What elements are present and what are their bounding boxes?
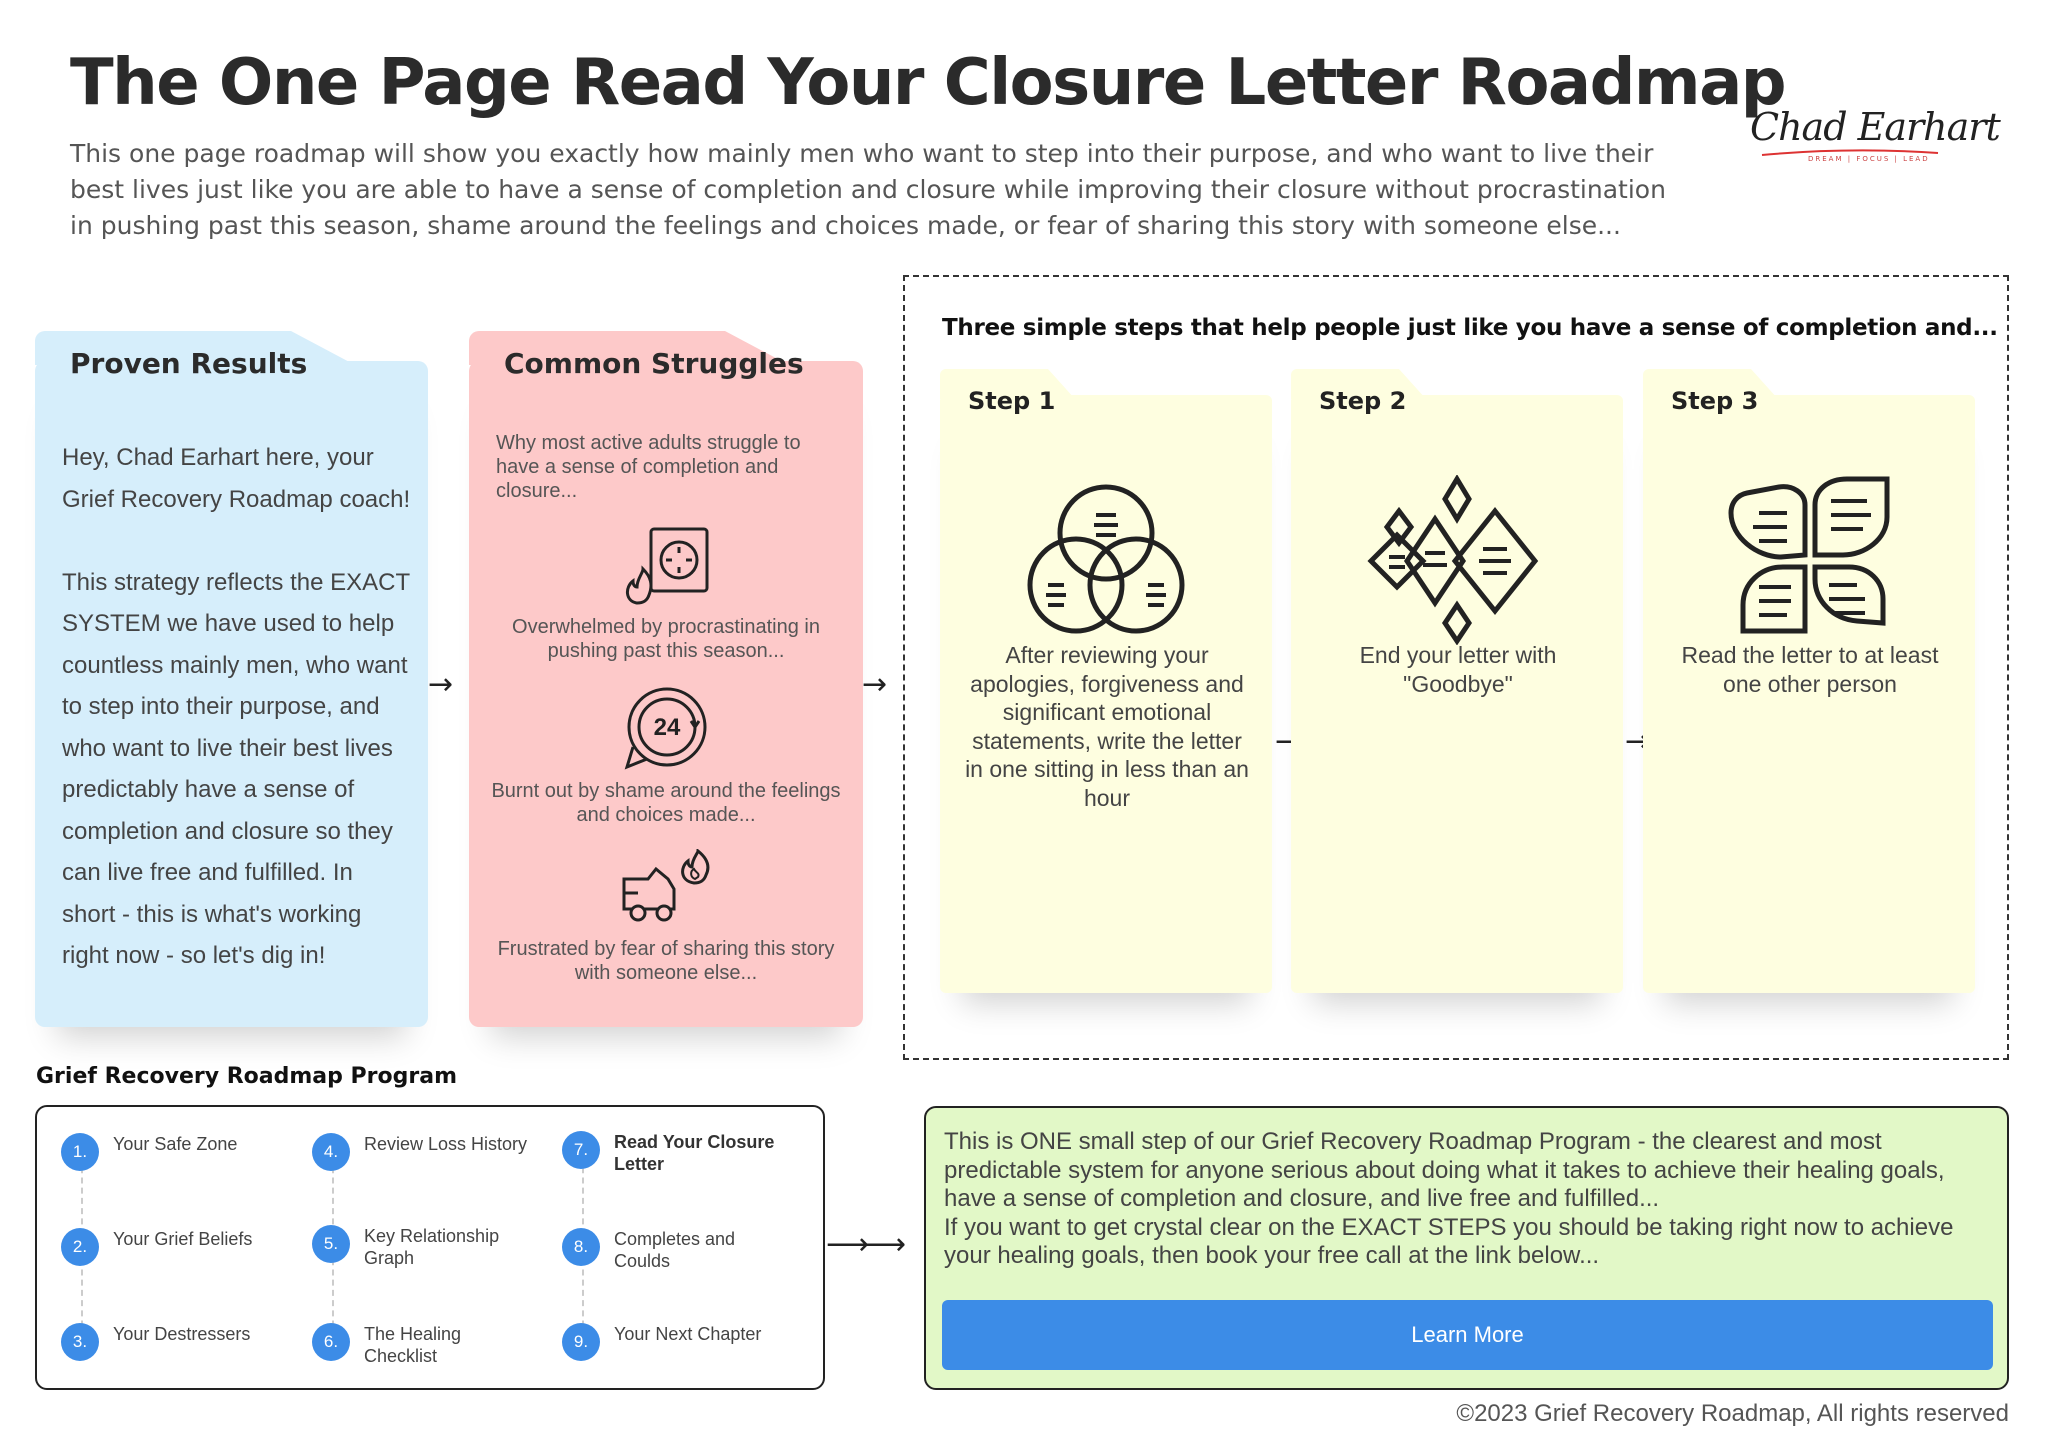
common-struggles-title: Common Struggles <box>504 347 804 380</box>
proven-results-paragraph: This strategy reflects the EXACT SYSTEM … <box>62 568 410 970</box>
proven-results-text: Hey, Chad Earhart here, your Grief Recov… <box>62 437 412 977</box>
program-item-number: 8. <box>562 1228 600 1266</box>
program-item[interactable]: 4. Review Loss History <box>312 1133 539 1171</box>
program-item-number: 7. <box>562 1131 600 1169</box>
leaves-icon <box>1728 476 1890 634</box>
program-item-label: Key Relationship Graph <box>364 1226 500 1268</box>
diamonds-icon <box>1367 475 1539 645</box>
stove-fire-icon <box>626 527 709 605</box>
learn-more-button[interactable]: Learn More <box>942 1300 1993 1370</box>
program-item-label: Your Grief Beliefs <box>113 1229 253 1249</box>
logo-tagline: DREAM | FOCUS | LEAD <box>1808 155 1930 163</box>
program-item-number: 6. <box>312 1323 350 1361</box>
cta-box: This is ONE small step of our Grief Reco… <box>924 1106 2009 1390</box>
program-item[interactable]: 6. The Healing Checklist <box>312 1323 539 1367</box>
program-item-label: Your Destressers <box>113 1324 251 1344</box>
proven-results-card: Proven Results Hey, Chad Earhart here, y… <box>35 347 428 1027</box>
cta-paragraph: This is ONE small step of our Grief Reco… <box>944 1128 1945 1212</box>
steps-section: Three simple steps that help people just… <box>903 275 2009 1060</box>
logo-underline-icon <box>1761 149 1939 156</box>
cta-paragraph: If you want to get crystal clear on the … <box>944 1213 1954 1270</box>
program-item[interactable]: 9. Your Next Chapter <box>562 1323 789 1361</box>
program-item-label: Read Your Closure Letter <box>614 1132 775 1174</box>
step-card-3: Step 3 Read the letter to at least one o… <box>1643 387 1975 993</box>
program-item-number: 2. <box>61 1228 99 1266</box>
24-hours-icon: 24 <box>624 687 707 770</box>
venn-diagram-icon <box>1027 484 1185 634</box>
svg-text:24: 24 <box>654 714 681 741</box>
footer-copyright: ©2023 Grief Recovery Roadmap, All rights… <box>1456 1400 2009 1427</box>
step-card-2: Step 2 End your letter with "Goodbye" <box>1291 387 1623 993</box>
car-fire-icon <box>622 849 710 922</box>
program-item[interactable]: 3. Your Destressers <box>61 1323 288 1361</box>
program-item-number: 9. <box>562 1323 600 1361</box>
program-item[interactable]: 2. Your Grief Beliefs <box>61 1228 288 1266</box>
struggle-text: Overwhelmed by procrastinating in pushin… <box>512 616 820 662</box>
logo-text: Chad Earhart <box>1750 105 2001 149</box>
arrow-right-icon: ⟶⟶ <box>826 1227 906 1262</box>
step-text: End your letter with "Goodbye" <box>1359 642 1557 697</box>
program-item-number: 4. <box>312 1133 350 1171</box>
proven-results-paragraph: Hey, Chad Earhart here, your Grief Recov… <box>62 444 411 513</box>
program-item-label: Your Safe Zone <box>113 1134 238 1154</box>
common-struggles-card: Common Struggles Why most active adults … <box>469 347 863 1027</box>
page-title: The One Page Read Your Closure Letter Ro… <box>70 46 1787 120</box>
program-item-label: The Healing Checklist <box>364 1324 462 1366</box>
arrow-right-icon: → <box>428 667 454 702</box>
struggle-item: 24 Burnt out by shame around the feeling… <box>489 685 843 827</box>
program-box: 1. Your Safe Zone 2. Your Grief Beliefs … <box>35 1105 825 1390</box>
struggle-text: Burnt out by shame around the feelings a… <box>491 780 841 826</box>
program-item-number: 3. <box>61 1323 99 1361</box>
step-label: Step 3 <box>1671 387 1759 415</box>
cta-text: This is ONE small step of our Grief Reco… <box>944 1128 1984 1271</box>
program-item-number: 1. <box>61 1133 99 1171</box>
struggle-item: Overwhelmed by procrastinating in pushin… <box>489 525 843 663</box>
step-text: After reviewing your apologies, forgiven… <box>965 642 1249 811</box>
step-text: Read the letter to at least one other pe… <box>1681 642 1939 697</box>
step-card-1: Step 1 After reviewing your apologies, f… <box>940 387 1272 993</box>
program-item-label: Review Loss History <box>364 1134 528 1154</box>
proven-results-title: Proven Results <box>70 347 308 380</box>
program-item-number: 5. <box>312 1225 350 1263</box>
page-subtitle: This one page roadmap will show you exac… <box>70 139 1666 240</box>
arrow-right-icon: → <box>862 667 888 702</box>
program-item-current[interactable]: 7. Read Your Closure Letter <box>562 1131 789 1175</box>
step-label: Step 2 <box>1319 387 1407 415</box>
steps-heading: Three simple steps that help people just… <box>942 315 1998 341</box>
struggle-item: Frustrated by fear of sharing this story… <box>489 849 843 985</box>
step-label: Step 1 <box>968 387 1056 415</box>
program-item-label: Completes and Coulds <box>614 1229 736 1271</box>
struggle-text: Frustrated by fear of sharing this story… <box>497 938 835 984</box>
struggles-intro: Why most active adults struggle to have … <box>496 432 801 502</box>
program-item-label: Your Next Chapter <box>614 1324 762 1344</box>
logo: Chad Earhart DREAM | FOCUS | LEAD <box>1750 105 2001 175</box>
program-item[interactable]: 1. Your Safe Zone <box>61 1133 288 1171</box>
program-item[interactable]: 5. Key Relationship Graph <box>312 1225 539 1269</box>
program-item[interactable]: 8. Completes and Coulds <box>562 1228 789 1272</box>
program-heading: Grief Recovery Roadmap Program <box>36 1064 458 1089</box>
